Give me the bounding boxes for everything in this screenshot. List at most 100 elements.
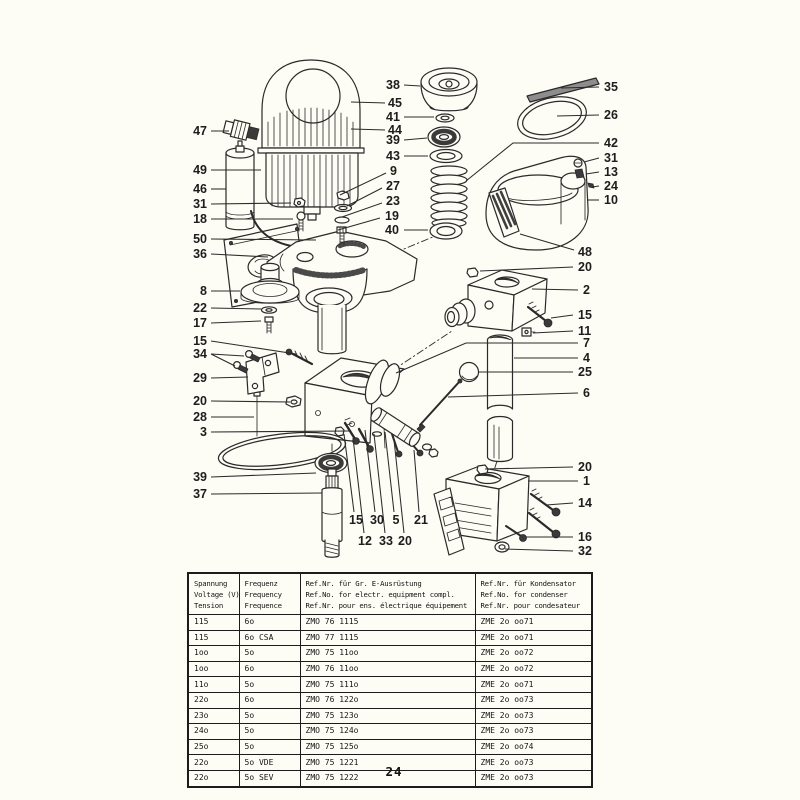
part-label-26: 26 (604, 108, 618, 122)
part-label-15: 15 (193, 334, 207, 348)
spec-cell: 6o CSA (238, 629, 301, 647)
part-label-20: 20 (578, 260, 592, 274)
part-label-27: 27 (386, 179, 400, 193)
part-label-49: 49 (193, 163, 207, 177)
swivel-block (444, 269, 548, 332)
leader-line (591, 185, 600, 188)
o-ring (379, 363, 401, 397)
nut (285, 395, 302, 408)
motor-mount-plate (266, 230, 418, 355)
leader-line (341, 202, 383, 218)
leader-line (346, 187, 383, 207)
spec-cell: 25o (187, 738, 240, 756)
washer (260, 306, 278, 314)
leader-line (479, 266, 574, 272)
part-label-23: 23 (386, 194, 400, 208)
part-label-29: 29 (193, 371, 207, 385)
leader-line (210, 307, 262, 310)
spec-cell: 22o (187, 754, 240, 771)
washer (494, 541, 510, 553)
leader-line (343, 433, 355, 513)
tension-bar (526, 77, 600, 103)
part-label-39: 39 (386, 133, 400, 147)
leader-line (210, 376, 249, 379)
part-label-37: 37 (193, 487, 207, 501)
part-label-31: 31 (604, 151, 618, 165)
spec-cell: ZMO 76 1115 (299, 614, 476, 631)
nut (293, 197, 306, 208)
leader-line (373, 433, 386, 534)
leader-line (545, 502, 574, 506)
washer (421, 443, 433, 451)
clip (521, 327, 536, 337)
spec-cell: 22o (187, 691, 240, 709)
spec-cell: 5o (238, 707, 301, 725)
spline-shaft (321, 468, 343, 558)
nut (476, 464, 489, 475)
part-label-20: 20 (398, 534, 412, 548)
part-label-4: 4 (583, 351, 590, 365)
spec-cell: ZME 2o oo72 (474, 645, 593, 662)
nut (428, 448, 439, 458)
spec-cell: ZME 2o oo73 (474, 754, 593, 771)
spec-cell: 5o VDE (238, 754, 301, 771)
leader-line (403, 84, 421, 87)
coil-spring (430, 165, 468, 228)
leader-line (352, 437, 365, 534)
leader-line (364, 429, 376, 513)
spec-cell: 24o (187, 723, 240, 740)
bolt (527, 507, 561, 539)
leader-line (531, 288, 579, 291)
leader-line (210, 492, 323, 495)
spec-cell: 6o (238, 614, 301, 631)
part-label-15: 15 (349, 513, 363, 527)
leader-line (350, 101, 386, 104)
motor-pulley (240, 262, 300, 304)
leader-line (560, 86, 600, 89)
leader-line (519, 233, 575, 251)
part-label-16: 16 (578, 530, 592, 544)
part-label-43: 43 (386, 149, 400, 163)
spec-cell: ZMO 75 111o (299, 676, 476, 693)
leader-line (337, 217, 381, 231)
ball (458, 361, 480, 383)
leader-line (210, 400, 291, 403)
part-label-32: 32 (578, 544, 592, 558)
screw (505, 525, 527, 542)
leader-line (532, 330, 574, 334)
part-label-7: 7 (583, 336, 590, 350)
part-label-15: 15 (578, 308, 592, 322)
leader-line (585, 171, 600, 175)
part-label-35: 35 (604, 80, 618, 94)
part-label-1: 1 (583, 474, 590, 488)
part-label-9: 9 (390, 164, 397, 178)
part-label-12: 12 (358, 534, 372, 548)
spec-cell: 5o (238, 676, 301, 693)
spec-cell: ZMO 76 122o (299, 691, 476, 709)
leader-line (550, 314, 574, 319)
leader-line (210, 353, 245, 357)
part-label-28: 28 (193, 410, 207, 424)
leader-line (393, 439, 405, 534)
cable-gland (222, 119, 260, 141)
leader-line (210, 320, 262, 324)
part-label-3: 3 (200, 425, 207, 439)
leader-line (210, 340, 297, 355)
spec-cell: 5o SEV (238, 769, 301, 788)
spec-cell: ZME 2o oo73 (474, 769, 593, 788)
leader-line (210, 430, 351, 433)
nut (466, 267, 479, 278)
exploded-parts-diagram: 4749463118503682217153429202833937384541… (193, 59, 618, 558)
washer (435, 113, 455, 123)
ball-bearing (427, 126, 461, 148)
leader-line (210, 238, 317, 241)
spec-cell: 115 (187, 614, 240, 631)
